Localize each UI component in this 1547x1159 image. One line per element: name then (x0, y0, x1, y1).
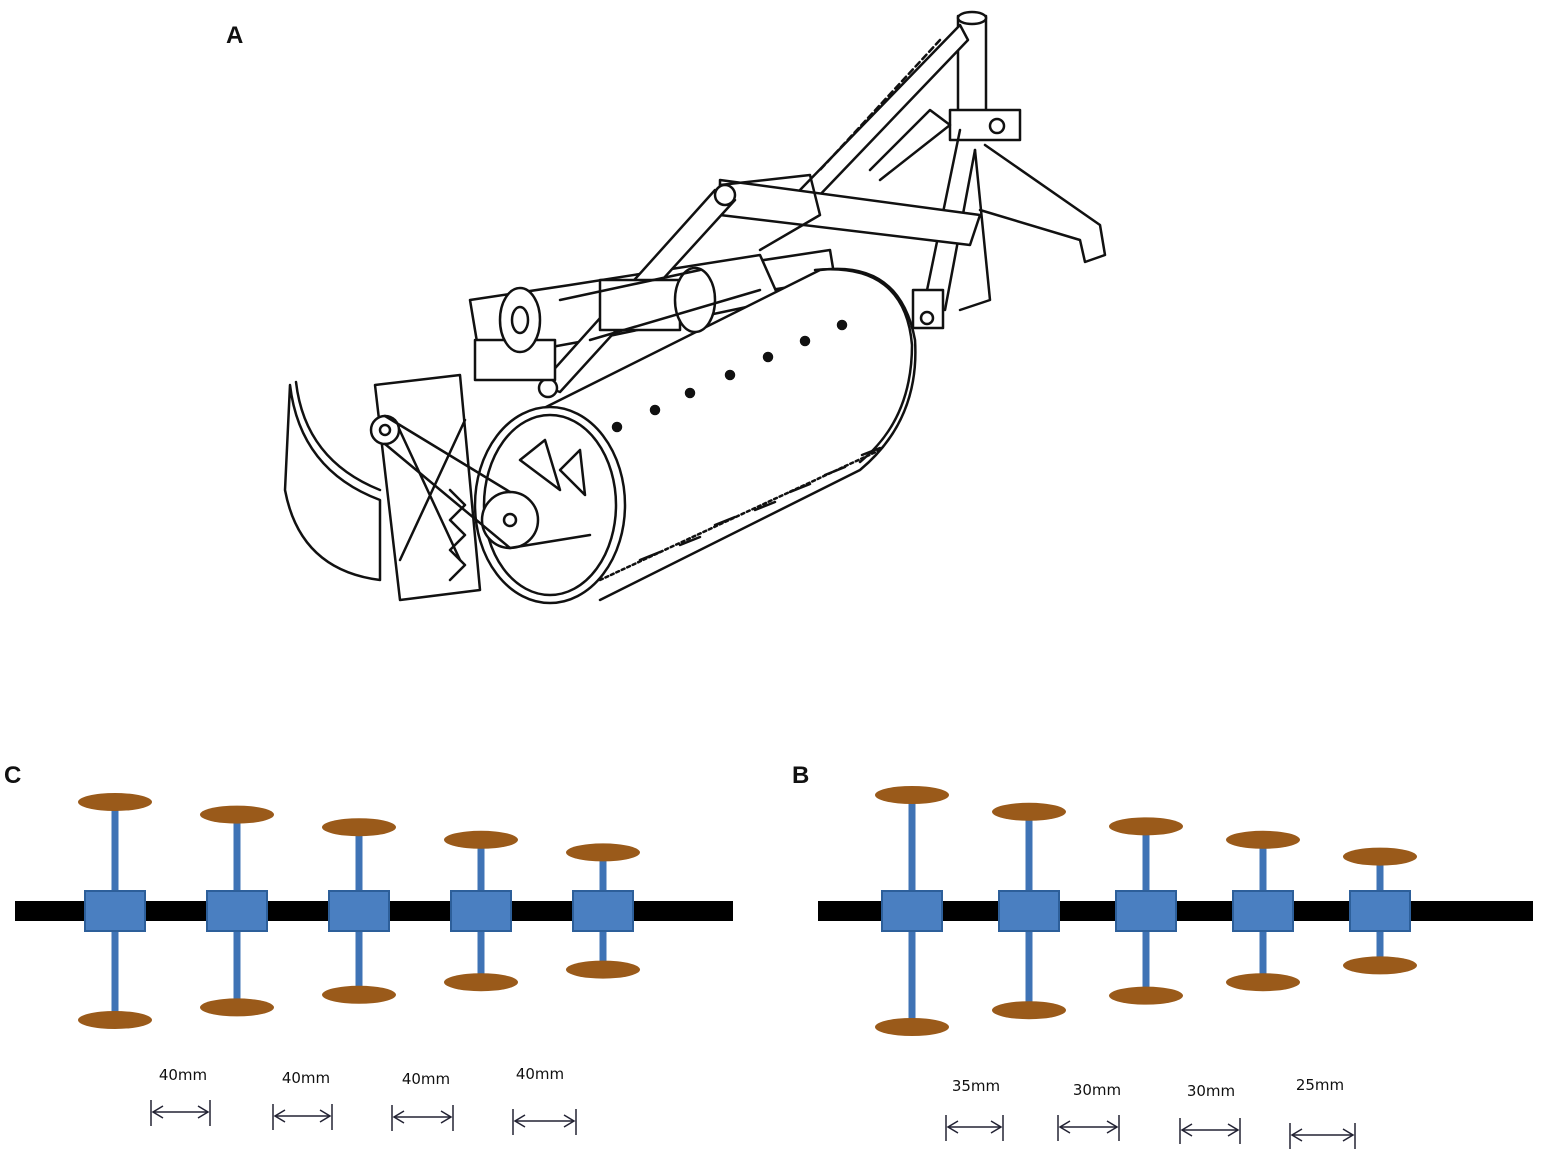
hub (84, 890, 146, 932)
blade-bottom (875, 1018, 949, 1036)
panel-label-a: A (226, 22, 244, 49)
dim-arrow (946, 1120, 959, 1134)
hub (1349, 890, 1411, 932)
blade-bottom (444, 973, 518, 992)
panel-b-diagram: 35mm 30mm 30mm 25mm (818, 786, 1533, 1149)
blade-top (322, 818, 396, 837)
dim-arrow (563, 1114, 576, 1128)
hub (881, 890, 943, 932)
hub (328, 890, 390, 932)
blade-top (444, 830, 518, 849)
dim-arrow (1290, 1128, 1303, 1142)
hub (450, 890, 512, 932)
drive-belt (383, 414, 592, 550)
dim-arrow (1106, 1120, 1119, 1134)
blade-top (78, 793, 152, 811)
spacing-label: 25mm (1296, 1076, 1344, 1094)
panel-label-b: B (792, 762, 810, 789)
dim-arrow (1342, 1128, 1355, 1142)
spacing-label: 40mm (282, 1069, 330, 1087)
blade-bottom (322, 985, 396, 1004)
blade-top (1109, 817, 1183, 836)
spacing-label: 30mm (1187, 1082, 1235, 1100)
blade-top (992, 802, 1066, 821)
spacing-label: 35mm (952, 1077, 1000, 1095)
dim-arrow (513, 1114, 526, 1128)
blade-top (875, 786, 949, 804)
dim-arrow (1058, 1120, 1071, 1134)
hub (1232, 890, 1294, 932)
blade-bottom (1226, 973, 1300, 992)
blade-top (1226, 830, 1300, 849)
blade-bottom (78, 1011, 152, 1029)
blade-top (1343, 847, 1417, 866)
dim-arrow (197, 1105, 210, 1119)
hub (998, 890, 1060, 932)
dim-arrow (1227, 1123, 1240, 1137)
machine-drawing (283, 10, 1107, 605)
spacing-label: 30mm (1073, 1081, 1121, 1099)
panel-label-c: C (4, 762, 22, 789)
spacing-label: 40mm (402, 1070, 450, 1088)
drum-end-disc (473, 405, 627, 605)
blade-top (200, 805, 274, 824)
hitch-clamp (948, 108, 1022, 142)
blade-bottom (992, 1001, 1066, 1020)
blade-bottom (566, 960, 640, 979)
dim-arrow (1180, 1123, 1193, 1137)
front-shield (283, 383, 382, 582)
blade-bottom (200, 998, 274, 1017)
hub (1115, 890, 1177, 932)
dim-arrow (392, 1110, 405, 1124)
dim-arrow (440, 1110, 453, 1124)
dim-arrow (990, 1120, 1003, 1134)
blade-bottom (1343, 956, 1417, 975)
dim-arrow (151, 1105, 164, 1119)
hub (206, 890, 268, 932)
dim-arrow (273, 1109, 286, 1123)
panel-c-diagram: 40mm 40mm 40mm 40mm (15, 793, 733, 1135)
blade-top (566, 843, 640, 862)
spacing-label: 40mm (516, 1065, 564, 1083)
spacing-label: 40mm (159, 1066, 207, 1084)
dim-arrow (319, 1109, 332, 1123)
blade-bottom (1109, 986, 1183, 1005)
hub (572, 890, 634, 932)
